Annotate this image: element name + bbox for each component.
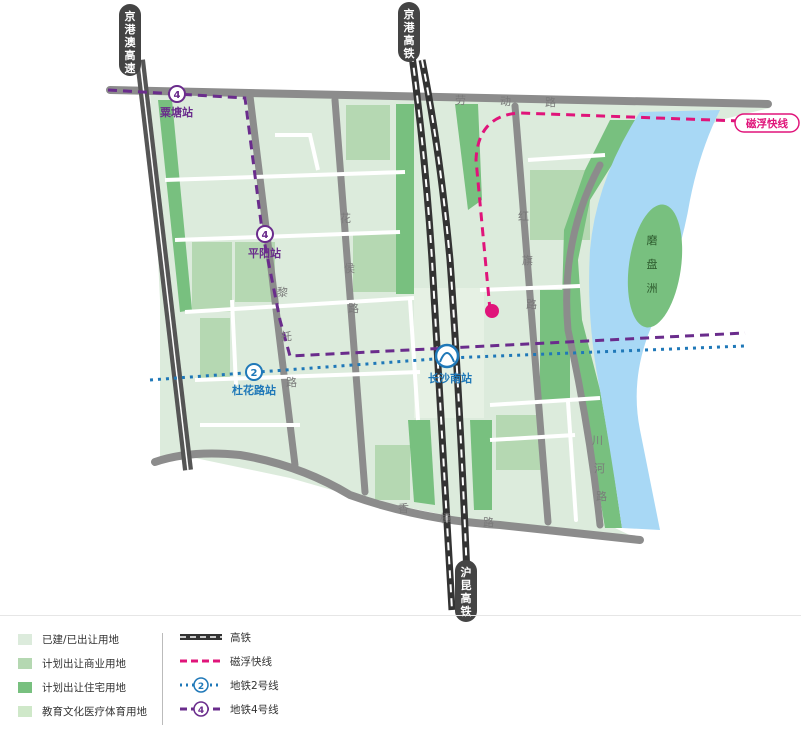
station-label-sutang: 粟塘站 [159,105,193,119]
svg-text:路: 路 [286,376,297,389]
legend-item-line2: 2 地铁2号线 [180,677,279,693]
svg-text:旗: 旗 [522,253,533,267]
swatch-residential [18,681,32,693]
svg-text:侯: 侯 [344,261,355,275]
hukun-rail-text: 沪昆高铁 [461,565,472,618]
swatch-commercial [18,657,32,669]
island-label: 磨盘洲 [647,234,658,295]
station-sutang[interactable]: 4 粟塘站 [159,85,193,119]
legend-label-hsr: 高铁 [230,631,251,644]
mopan-island [627,204,683,328]
road-label-xiangfu: 香 樟 路 [398,502,494,529]
station-changsha-south[interactable]: 长沙南站 [428,343,472,385]
line2-swatch-icon: 2 [180,677,222,693]
station-label-changsha-south: 长沙南站 [428,371,472,385]
swatch-built [18,633,32,645]
road-label-laodong: 劳 动 路 [455,94,556,109]
station-duhua[interactable]: 2 杜花路站 [232,363,276,397]
label-jinggang-ao: 京港澳高速 [119,4,141,76]
station-label-pingyang: 平阳站 [248,246,281,260]
maglev-text: 磁浮快线 [746,117,788,130]
svg-text:2: 2 [198,682,204,692]
line-badge-2: 2 [251,368,258,379]
svg-text:路: 路 [526,298,537,311]
label-hukun-rail: 沪昆高铁 [455,560,477,622]
road-label-hongqi: 红 旗 路 [518,210,537,311]
swatch-education [18,705,32,717]
legend-item-residential: 计划出让住宅用地 [18,679,126,695]
line-badge-4b: 4 [262,230,269,241]
legend-item-hsr: 高铁 [180,629,251,645]
legend-item-line4: 4 地铁4号线 [180,701,279,717]
legend-label-education: 教育文化医疗体育用地 [42,705,147,718]
legend-item-education: 教育文化医疗体育用地 [18,703,147,719]
svg-text:河: 河 [594,462,605,475]
label-jinggang-rail: 京港高铁 [398,2,420,62]
legend-item-maglev: 磁浮快线 [180,653,272,669]
svg-text:花: 花 [340,212,351,225]
legend-separator [0,615,801,616]
high-speed-rail [406,39,472,611]
legend-label-commercial: 计划出让商业用地 [42,657,126,670]
station-label-duhua: 杜花路站 [232,383,276,397]
road-label-chuanhe: 川 河 路 [592,434,607,503]
svg-text:樟: 樟 [440,511,451,525]
jinggang-ao-text: 京港澳高速 [125,9,137,75]
label-maglev: 磁浮快线 [734,113,800,133]
svg-text:路: 路 [545,96,556,109]
maglev-line [474,111,741,311]
svg-text:香: 香 [398,502,409,515]
svg-text:黎: 黎 [277,285,288,299]
road-label-huahou: 花 侯 路 [340,212,359,315]
line4-swatch-icon: 4 [180,701,222,717]
legend-label-line4: 地铁4号线 [230,703,279,716]
svg-text:红: 红 [518,210,529,223]
station-pingyang[interactable]: 4 平阳站 [248,225,281,260]
legend-label-line2: 地铁2号线 [230,679,279,692]
svg-text:动: 动 [500,95,511,108]
xiang-river [589,110,720,530]
map-legend: 已建/已出让用地 计划出让商业用地 计划出让住宅用地 教育文化医疗体育用地 高铁… [0,615,801,731]
metro-line-4 [107,88,746,358]
road-label-liyuan: 黎 托 路 [277,285,297,389]
svg-text:路: 路 [596,490,607,503]
legend-item-commercial: 计划出让商业用地 [18,655,126,671]
svg-text:4: 4 [198,706,204,716]
jinggang-rail-text: 京港高铁 [404,7,416,60]
train-icon [439,352,455,363]
svg-text:路: 路 [348,302,359,315]
svg-text:托: 托 [281,329,292,343]
legend-label-residential: 计划出让住宅用地 [42,681,126,694]
hsr-swatch-icon [180,634,222,640]
legend-item-built: 已建/已出让用地 [18,631,119,647]
roads [106,86,772,544]
maglev-terminus [485,304,499,318]
svg-text:路: 路 [483,516,494,529]
legend-divider [162,633,163,725]
svg-text:川: 川 [592,434,603,447]
maglev-swatch-icon [180,659,222,663]
svg-text:劳: 劳 [455,94,466,107]
jinggang-expressway [135,59,193,471]
legend-label-maglev: 磁浮快线 [230,655,272,668]
legend-label-built: 已建/已出让用地 [42,633,120,646]
line-badge-4: 4 [174,90,181,101]
residential-blocks [158,100,640,528]
